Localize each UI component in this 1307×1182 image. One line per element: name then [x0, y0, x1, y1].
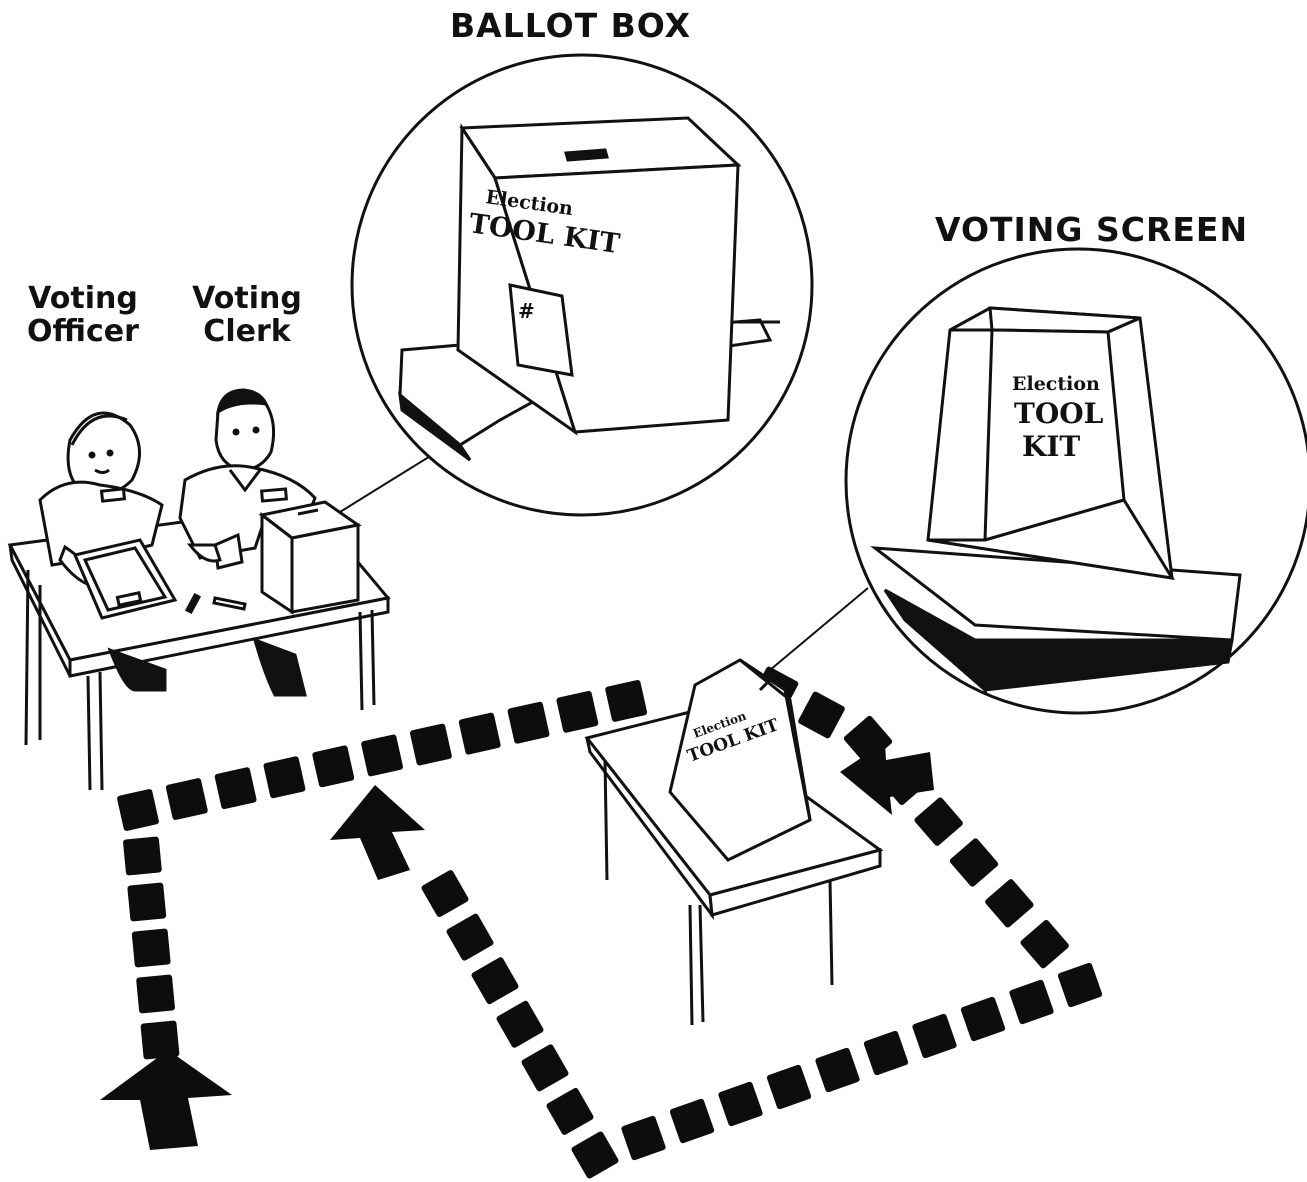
path-mark: [556, 690, 599, 733]
voting-screen-brand-election: Election: [1012, 373, 1100, 395]
path-mark: [960, 996, 1006, 1042]
path-mark: [420, 869, 469, 918]
voting-officer-label-line2: Officer: [18, 315, 148, 348]
path-mark: [312, 745, 355, 788]
path-mark: [766, 1064, 812, 1110]
voting-officer-label-line1: Voting: [18, 282, 148, 315]
path-mark: [1009, 979, 1055, 1025]
voting-screen-leader-line: [770, 588, 868, 670]
path-mark: [495, 1000, 544, 1049]
voting-clerk-label: Voting Clerk: [182, 282, 312, 348]
ballot-box-label: BALLOT BOX: [450, 8, 690, 44]
path-mark: [214, 767, 257, 810]
voting-screen-brand-tool: TOOL: [1014, 397, 1104, 430]
voting-clerk-label-line1: Voting: [182, 282, 312, 315]
path-mark: [263, 756, 306, 799]
voting-clerk-label-line2: Clerk: [182, 315, 312, 348]
voting-screen-brand-kit: KIT: [1022, 430, 1080, 463]
path-mark: [445, 913, 494, 962]
path-mark: [409, 723, 452, 766]
path-mark: [1019, 919, 1070, 970]
path-mark: [117, 789, 160, 832]
voting-screen-label: VOTING SCREEN: [935, 212, 1215, 248]
path-mark: [984, 878, 1035, 929]
path-mark: [912, 1013, 958, 1059]
path-mark: [815, 1047, 861, 1093]
path-arrow-up-icon: [330, 785, 425, 880]
path-mark: [545, 1087, 594, 1136]
path-mark: [949, 837, 1000, 888]
path-mark: [127, 882, 166, 921]
path-mark: [507, 701, 550, 744]
path-mark: [361, 734, 404, 777]
ballot-box-id-symbol: #: [518, 299, 535, 323]
voting-officer-label: Voting Officer: [18, 282, 148, 348]
path-mark: [470, 956, 519, 1005]
path-mark: [520, 1043, 569, 1092]
entry-arrow-icon: [100, 1050, 232, 1150]
path-arrow-left-icon: [840, 742, 934, 815]
path-mark: [913, 796, 964, 847]
path-mark: [140, 1020, 179, 1059]
path-mark: [458, 712, 501, 755]
path-mark: [132, 928, 171, 967]
path-mark: [863, 1030, 909, 1076]
path-mark: [136, 974, 175, 1013]
ballot-box-leader-line: [340, 455, 432, 512]
path-mark: [123, 836, 162, 875]
path-mark: [669, 1098, 715, 1144]
path-mark: [718, 1081, 764, 1127]
table-ballot-box: [262, 502, 358, 612]
path-mark: [570, 1130, 619, 1179]
path-mark: [165, 778, 208, 821]
path-mark: [621, 1115, 667, 1161]
path-mark: [797, 691, 846, 740]
path-mark: [1057, 962, 1103, 1008]
path-mark: [605, 679, 648, 722]
